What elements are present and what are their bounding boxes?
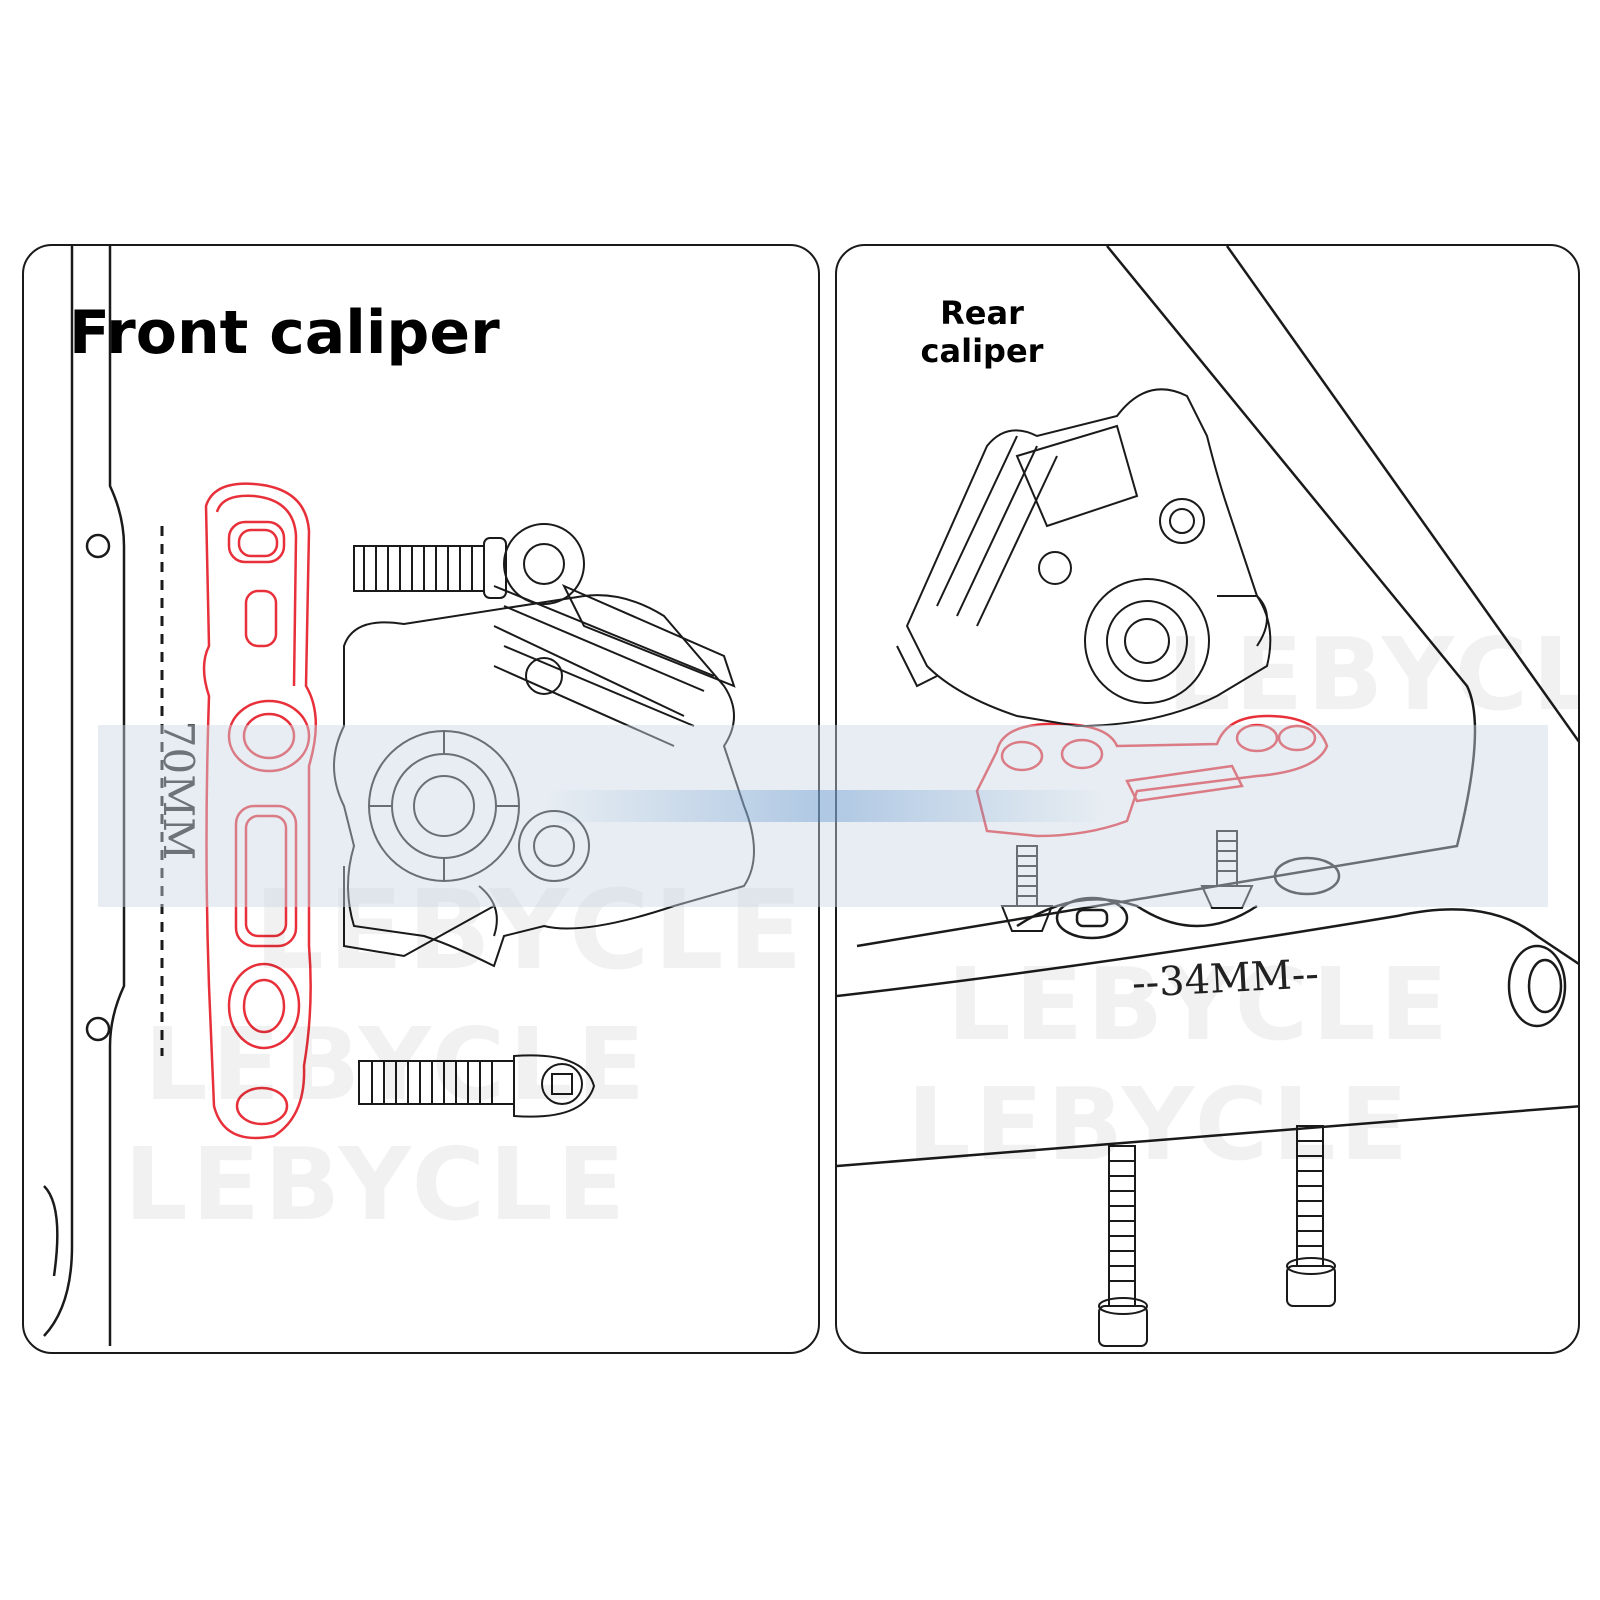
front-watermark-2: LEBYCLE [144, 1006, 650, 1123]
rear-adapter [975, 714, 1329, 838]
fork-leg [43, 246, 126, 1346]
front-watermark-1: LEBYCLE [254, 866, 807, 994]
rear-watermark-2: LEBYCLE [947, 946, 1453, 1063]
rear-watermark-1: LEBYCLE [1167, 616, 1578, 733]
front-caliper-panel: Front caliper 70MM LEBYCLE LEBYCLE LEBYC… [22, 244, 820, 1354]
rear-caliper-drawing [837, 246, 1578, 1347]
rear-caliper-title-line1: Rear [940, 294, 1024, 332]
watermark-band [98, 725, 1548, 907]
rear-caliper-title: Rear caliper [907, 294, 1057, 370]
front-adapter [202, 482, 317, 1140]
front-caliper-title: Front caliper [69, 298, 500, 368]
front-caliper-body [333, 523, 755, 1118]
rear-frame [837, 246, 1578, 1168]
rear-bolts [1000, 830, 1336, 1347]
rear-caliper-panel: Rear caliper --34MM-- LEBYCLE LEBYCLE LE… [835, 244, 1580, 1354]
rear-watermark-3: LEBYCLE [907, 1066, 1413, 1183]
watermark-logo [545, 790, 1105, 822]
rear-caliper-body [896, 388, 1272, 728]
rear-caliper-title-line2: caliper [920, 332, 1044, 370]
front-caliper-drawing [43, 246, 755, 1346]
front-watermark-3: LEBYCLE [124, 1126, 630, 1243]
